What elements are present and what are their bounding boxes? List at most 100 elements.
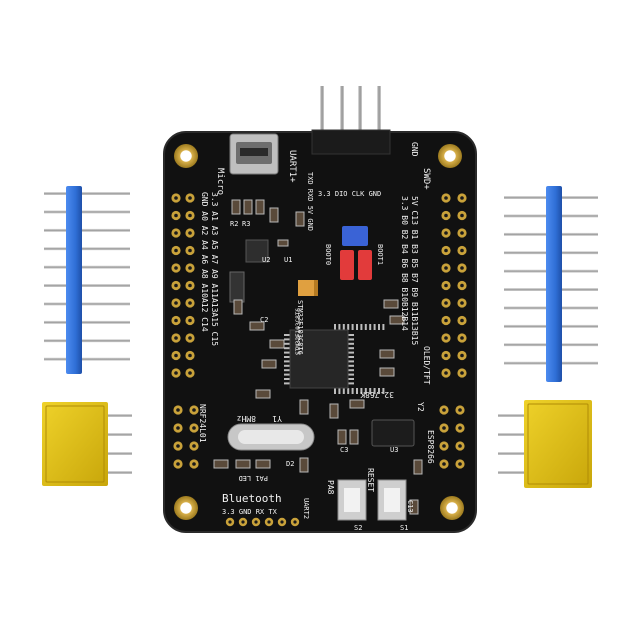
bluetooth-label: Bluetooth bbox=[222, 492, 282, 505]
smd-component bbox=[277, 239, 289, 247]
mcu-pin bbox=[284, 342, 290, 345]
crystal-8mhz bbox=[227, 423, 315, 451]
left-header-pin bbox=[44, 284, 130, 287]
uart1-label: UART1+ bbox=[287, 150, 297, 183]
mcu-pin bbox=[378, 388, 380, 394]
smd-component bbox=[379, 349, 395, 359]
u1-label: U1 bbox=[284, 256, 292, 264]
left-yellow-housing bbox=[42, 402, 108, 486]
nrf24l01-label: NRF24L01 bbox=[198, 404, 207, 443]
mounting-hole-bottom-right bbox=[440, 496, 464, 520]
mcu-marking: STM32F103C8T6 bbox=[295, 308, 302, 355]
diode bbox=[229, 271, 245, 303]
right-yellow-housing bbox=[524, 400, 592, 488]
mcu-pin bbox=[284, 347, 290, 350]
right-pin-row-1-label: 3.3 B0 B2 B4 B6 B8 B10B12B14 bbox=[400, 196, 409, 331]
gnd-top-label: GND bbox=[410, 142, 419, 157]
swd-label: SWD+ bbox=[421, 168, 431, 190]
swd-pins-label: 3.3 DIO CLK GND bbox=[318, 190, 381, 198]
smd-component bbox=[329, 403, 339, 419]
mcu-pin bbox=[348, 347, 354, 350]
left-header-pin bbox=[44, 339, 130, 343]
uart2-label: UART2 bbox=[302, 498, 310, 519]
smd-component bbox=[383, 299, 399, 309]
micro-usb-connector bbox=[229, 133, 279, 175]
mcu-side-label: STM32F103C8T6 bbox=[296, 300, 304, 355]
mcu-pin bbox=[284, 369, 290, 372]
mcu-pin bbox=[351, 388, 354, 394]
voltage-regulator bbox=[245, 239, 269, 263]
mcu-pin bbox=[347, 324, 350, 330]
mcu-pin bbox=[334, 388, 336, 394]
c13-label: C13 bbox=[406, 500, 414, 513]
r3-label: R3 bbox=[242, 220, 250, 228]
u2-label: U2 bbox=[262, 256, 270, 264]
mounting-hole-top-left bbox=[174, 144, 198, 168]
crystal-y2-label: Y2 bbox=[416, 402, 425, 412]
c3-label: C3 bbox=[340, 446, 348, 454]
blue-jumper bbox=[342, 226, 368, 246]
nrf24l01-pad-block bbox=[173, 405, 199, 469]
mcu-pin bbox=[382, 388, 385, 394]
mcu-pin bbox=[284, 378, 290, 380]
smd-component bbox=[255, 389, 271, 399]
smd-component bbox=[269, 339, 285, 349]
mcu-pin bbox=[364, 324, 367, 330]
mcu-pin bbox=[378, 324, 380, 330]
s1-label: S1 bbox=[400, 524, 408, 532]
right-pad-column-1 bbox=[441, 193, 451, 378]
left-yellow-female-header bbox=[42, 402, 132, 486]
mcu-pin bbox=[284, 382, 290, 385]
esp8266-pad-block bbox=[439, 405, 465, 469]
mounting-hole-top-right bbox=[438, 144, 462, 168]
smd-component bbox=[213, 459, 229, 469]
left-header-pin bbox=[44, 247, 130, 251]
mcu-pin bbox=[351, 324, 354, 330]
mcu-pin bbox=[334, 324, 336, 330]
smd-component bbox=[337, 429, 347, 445]
esp8266-label: ESP8266 bbox=[426, 430, 435, 464]
uart1-pins-label: TXD RXD 5V GND bbox=[306, 172, 314, 231]
mcu-pin bbox=[348, 378, 354, 380]
mcu-pin bbox=[284, 351, 290, 354]
pa8-label: PA8 bbox=[326, 480, 335, 495]
mcu-pin bbox=[348, 364, 354, 367]
mcu-pin bbox=[338, 388, 341, 394]
left-pad-column-1 bbox=[171, 193, 181, 378]
pcb-board: Micro UART1+ GND SWD+ TXD RXD 5V GND 3.3… bbox=[163, 129, 477, 533]
smd-component bbox=[261, 359, 277, 369]
boot0-label: BOOT0 bbox=[324, 244, 332, 265]
smd-component bbox=[389, 315, 405, 325]
right-blue-pin-header bbox=[504, 186, 598, 382]
left-header-pin bbox=[44, 228, 130, 232]
left-header-pin bbox=[44, 302, 130, 306]
smd-component bbox=[255, 459, 271, 469]
red-jumper-boot0 bbox=[340, 250, 354, 280]
smd-component bbox=[349, 429, 359, 445]
mcu-pin bbox=[348, 369, 354, 372]
micro-label: Micro bbox=[215, 168, 225, 195]
left-header-plastic bbox=[66, 186, 82, 374]
d2-label: D2 bbox=[286, 460, 294, 468]
mcu-pin bbox=[348, 373, 354, 376]
mcu-pin bbox=[348, 360, 354, 363]
c2-label: C2 bbox=[260, 316, 268, 324]
crystal-32768k bbox=[371, 419, 415, 447]
mcu-pin bbox=[338, 324, 341, 330]
reset-label: RESET bbox=[366, 468, 375, 492]
boot1-label: BOOT1 bbox=[376, 244, 384, 265]
top-angled-header-pins bbox=[320, 86, 381, 138]
smd-component bbox=[295, 211, 305, 227]
left-pin-row-1-label: GND A0 A2 A4 A6 A8 A10A12 C14 bbox=[200, 192, 209, 332]
smd-component bbox=[269, 207, 279, 223]
mcu-pin bbox=[369, 388, 372, 394]
mcu-pin bbox=[373, 324, 376, 330]
mcu-pin bbox=[342, 388, 345, 394]
mcu-pin bbox=[348, 338, 354, 341]
bluetooth-pins-label: 3.3 GND RX TX bbox=[222, 508, 278, 516]
mcu-pin bbox=[284, 373, 290, 376]
smd-component bbox=[299, 457, 309, 473]
mcu-pin bbox=[348, 351, 354, 354]
mcu-pin bbox=[348, 334, 354, 336]
